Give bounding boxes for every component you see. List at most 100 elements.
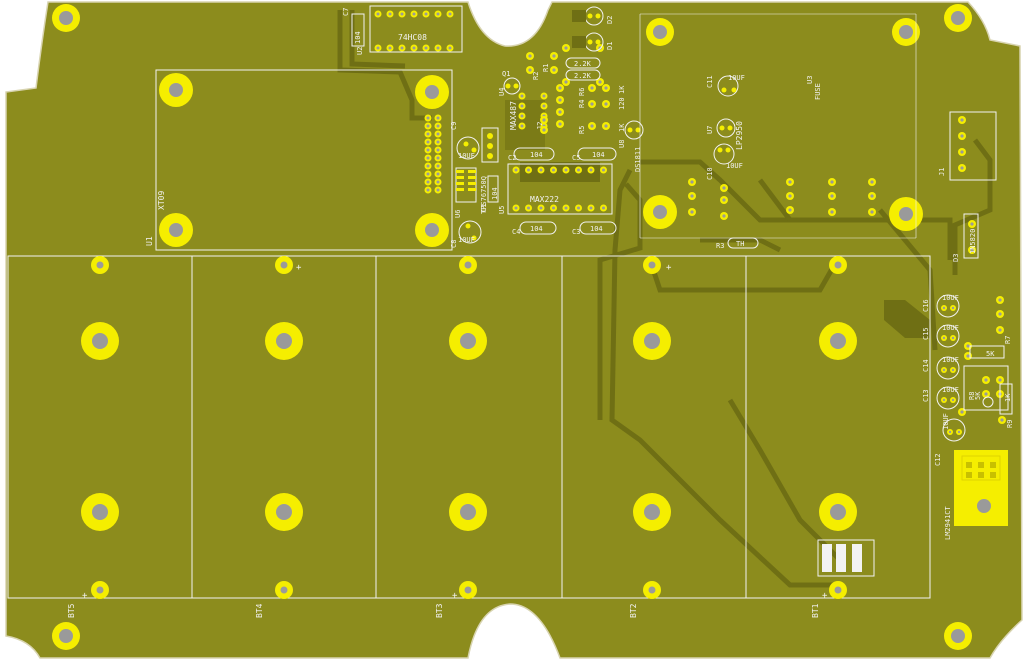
u2-pin-hole xyxy=(388,12,392,16)
header-pin-hole xyxy=(426,172,430,176)
c13-value: 10UF xyxy=(942,386,959,394)
bt5-plus: + xyxy=(82,591,88,601)
r9-resistor xyxy=(999,383,1013,415)
capacitor-pad-hole xyxy=(948,430,952,434)
battery-terminal-hole xyxy=(834,586,842,594)
via-pad-hole xyxy=(552,54,556,58)
c7-capacitor xyxy=(351,13,365,47)
c11-capacitor xyxy=(717,75,739,97)
r3-designator: R3 xyxy=(716,242,724,250)
mounting-hole-hole xyxy=(951,629,965,643)
bt3-plus: + xyxy=(452,591,458,601)
u1-designator: U1 xyxy=(145,236,154,246)
via-pad-hole xyxy=(542,118,546,122)
u9-tab xyxy=(961,455,1001,481)
via-pad-hole xyxy=(558,122,562,126)
r6-designator: R6 xyxy=(578,88,586,96)
u5-pin-hole xyxy=(577,206,580,210)
via-pad-hole xyxy=(558,86,562,90)
via-pad-hole xyxy=(830,210,834,214)
c9-pad xyxy=(463,141,469,147)
battery-bolt-hole xyxy=(92,504,108,520)
bt1-plus: + xyxy=(822,591,828,601)
u4-pin-hole xyxy=(520,124,524,128)
u8-component xyxy=(624,120,644,140)
battery-bolt-hole xyxy=(276,333,292,349)
u6-pads xyxy=(456,170,476,191)
mounting-hole-hole xyxy=(899,207,913,221)
bt3-label: BT3 xyxy=(435,603,444,618)
via-pad-hole xyxy=(528,68,532,72)
bt2-label: BT2 xyxy=(629,603,638,618)
battery-terminal-hole xyxy=(464,261,472,269)
via-pad-hole xyxy=(998,312,1002,316)
u5-pin-hole xyxy=(602,168,605,172)
header-pin-hole xyxy=(436,148,440,152)
r-120-value: 120 xyxy=(618,97,626,110)
u7-component xyxy=(716,118,736,138)
u5-pin-hole xyxy=(589,206,593,210)
battery-bolt-hole xyxy=(644,504,660,520)
header-pin-hole xyxy=(426,164,430,168)
mounting-hole-hole xyxy=(951,11,965,25)
c1-capacitor xyxy=(487,175,499,203)
u5-pin-hole xyxy=(564,168,568,172)
r7-resistor xyxy=(969,345,1005,359)
c10-value: 10UF xyxy=(726,162,743,170)
c5-capacitor xyxy=(577,147,617,161)
battery-terminal-hole xyxy=(280,586,288,594)
u5-outline xyxy=(507,163,613,215)
battery-bolt-hole xyxy=(830,333,846,349)
u5-label: MAX222 xyxy=(530,195,559,204)
u2-pin-hole xyxy=(412,46,416,50)
c12-designator: C12 xyxy=(934,453,942,466)
u2-pin-hole xyxy=(424,12,428,16)
via-pad-hole xyxy=(984,378,988,382)
c7-designator: C7 xyxy=(342,8,350,16)
c3-designator: C3 xyxy=(572,228,580,236)
via-pad-hole xyxy=(966,354,970,358)
u7-pad xyxy=(727,125,733,131)
trimmer-outline xyxy=(963,365,1009,411)
d-shadow xyxy=(572,10,586,22)
bt2-plus: + xyxy=(666,263,672,273)
u4-label: MAX487 xyxy=(509,101,518,130)
c8-capacitor xyxy=(458,220,482,244)
ic-footprint-shadow xyxy=(520,162,600,182)
via-pad-hole xyxy=(960,410,964,414)
j1-connector xyxy=(949,111,997,181)
header-pin-hole xyxy=(436,188,440,192)
battery-terminal-hole xyxy=(280,261,288,269)
header-pin-hole xyxy=(426,180,430,184)
battery-terminal-hole xyxy=(648,261,656,269)
r3-value: TH xyxy=(736,240,744,248)
c9-capacitor xyxy=(456,136,480,160)
c9-designator: C9 xyxy=(450,122,458,130)
r4-designator: R4 xyxy=(578,100,586,108)
via-pad-hole xyxy=(598,80,602,84)
via-pad-hole xyxy=(960,166,964,170)
header-pin-hole xyxy=(436,132,440,136)
via-pad-hole xyxy=(542,128,546,132)
c1-designator: C1 xyxy=(480,204,488,212)
via-pad-hole xyxy=(604,86,608,90)
c16-value: 10UF xyxy=(942,294,959,302)
u7-designator: U7 xyxy=(706,126,714,134)
header-pin-hole xyxy=(436,164,440,168)
c10-capacitor xyxy=(713,143,735,165)
via-pad-hole xyxy=(590,124,594,128)
c2-value: 104 xyxy=(530,151,543,159)
via-pad-hole xyxy=(690,180,694,184)
mounting-hole-hole xyxy=(653,25,667,39)
r-2k2-a-value: 2.2K xyxy=(574,60,592,68)
d2-pad xyxy=(595,13,601,19)
r7-value: 5K xyxy=(986,350,995,358)
c11-pad xyxy=(721,87,727,93)
capacitor-pad-hole xyxy=(951,398,955,402)
via-pad-hole xyxy=(788,194,792,198)
u8-pad xyxy=(627,127,633,133)
j3-connector xyxy=(481,127,499,163)
via-pad-hole xyxy=(970,248,974,252)
u7-label: LP2950 xyxy=(735,121,744,150)
smd-chip-outline xyxy=(817,539,875,577)
